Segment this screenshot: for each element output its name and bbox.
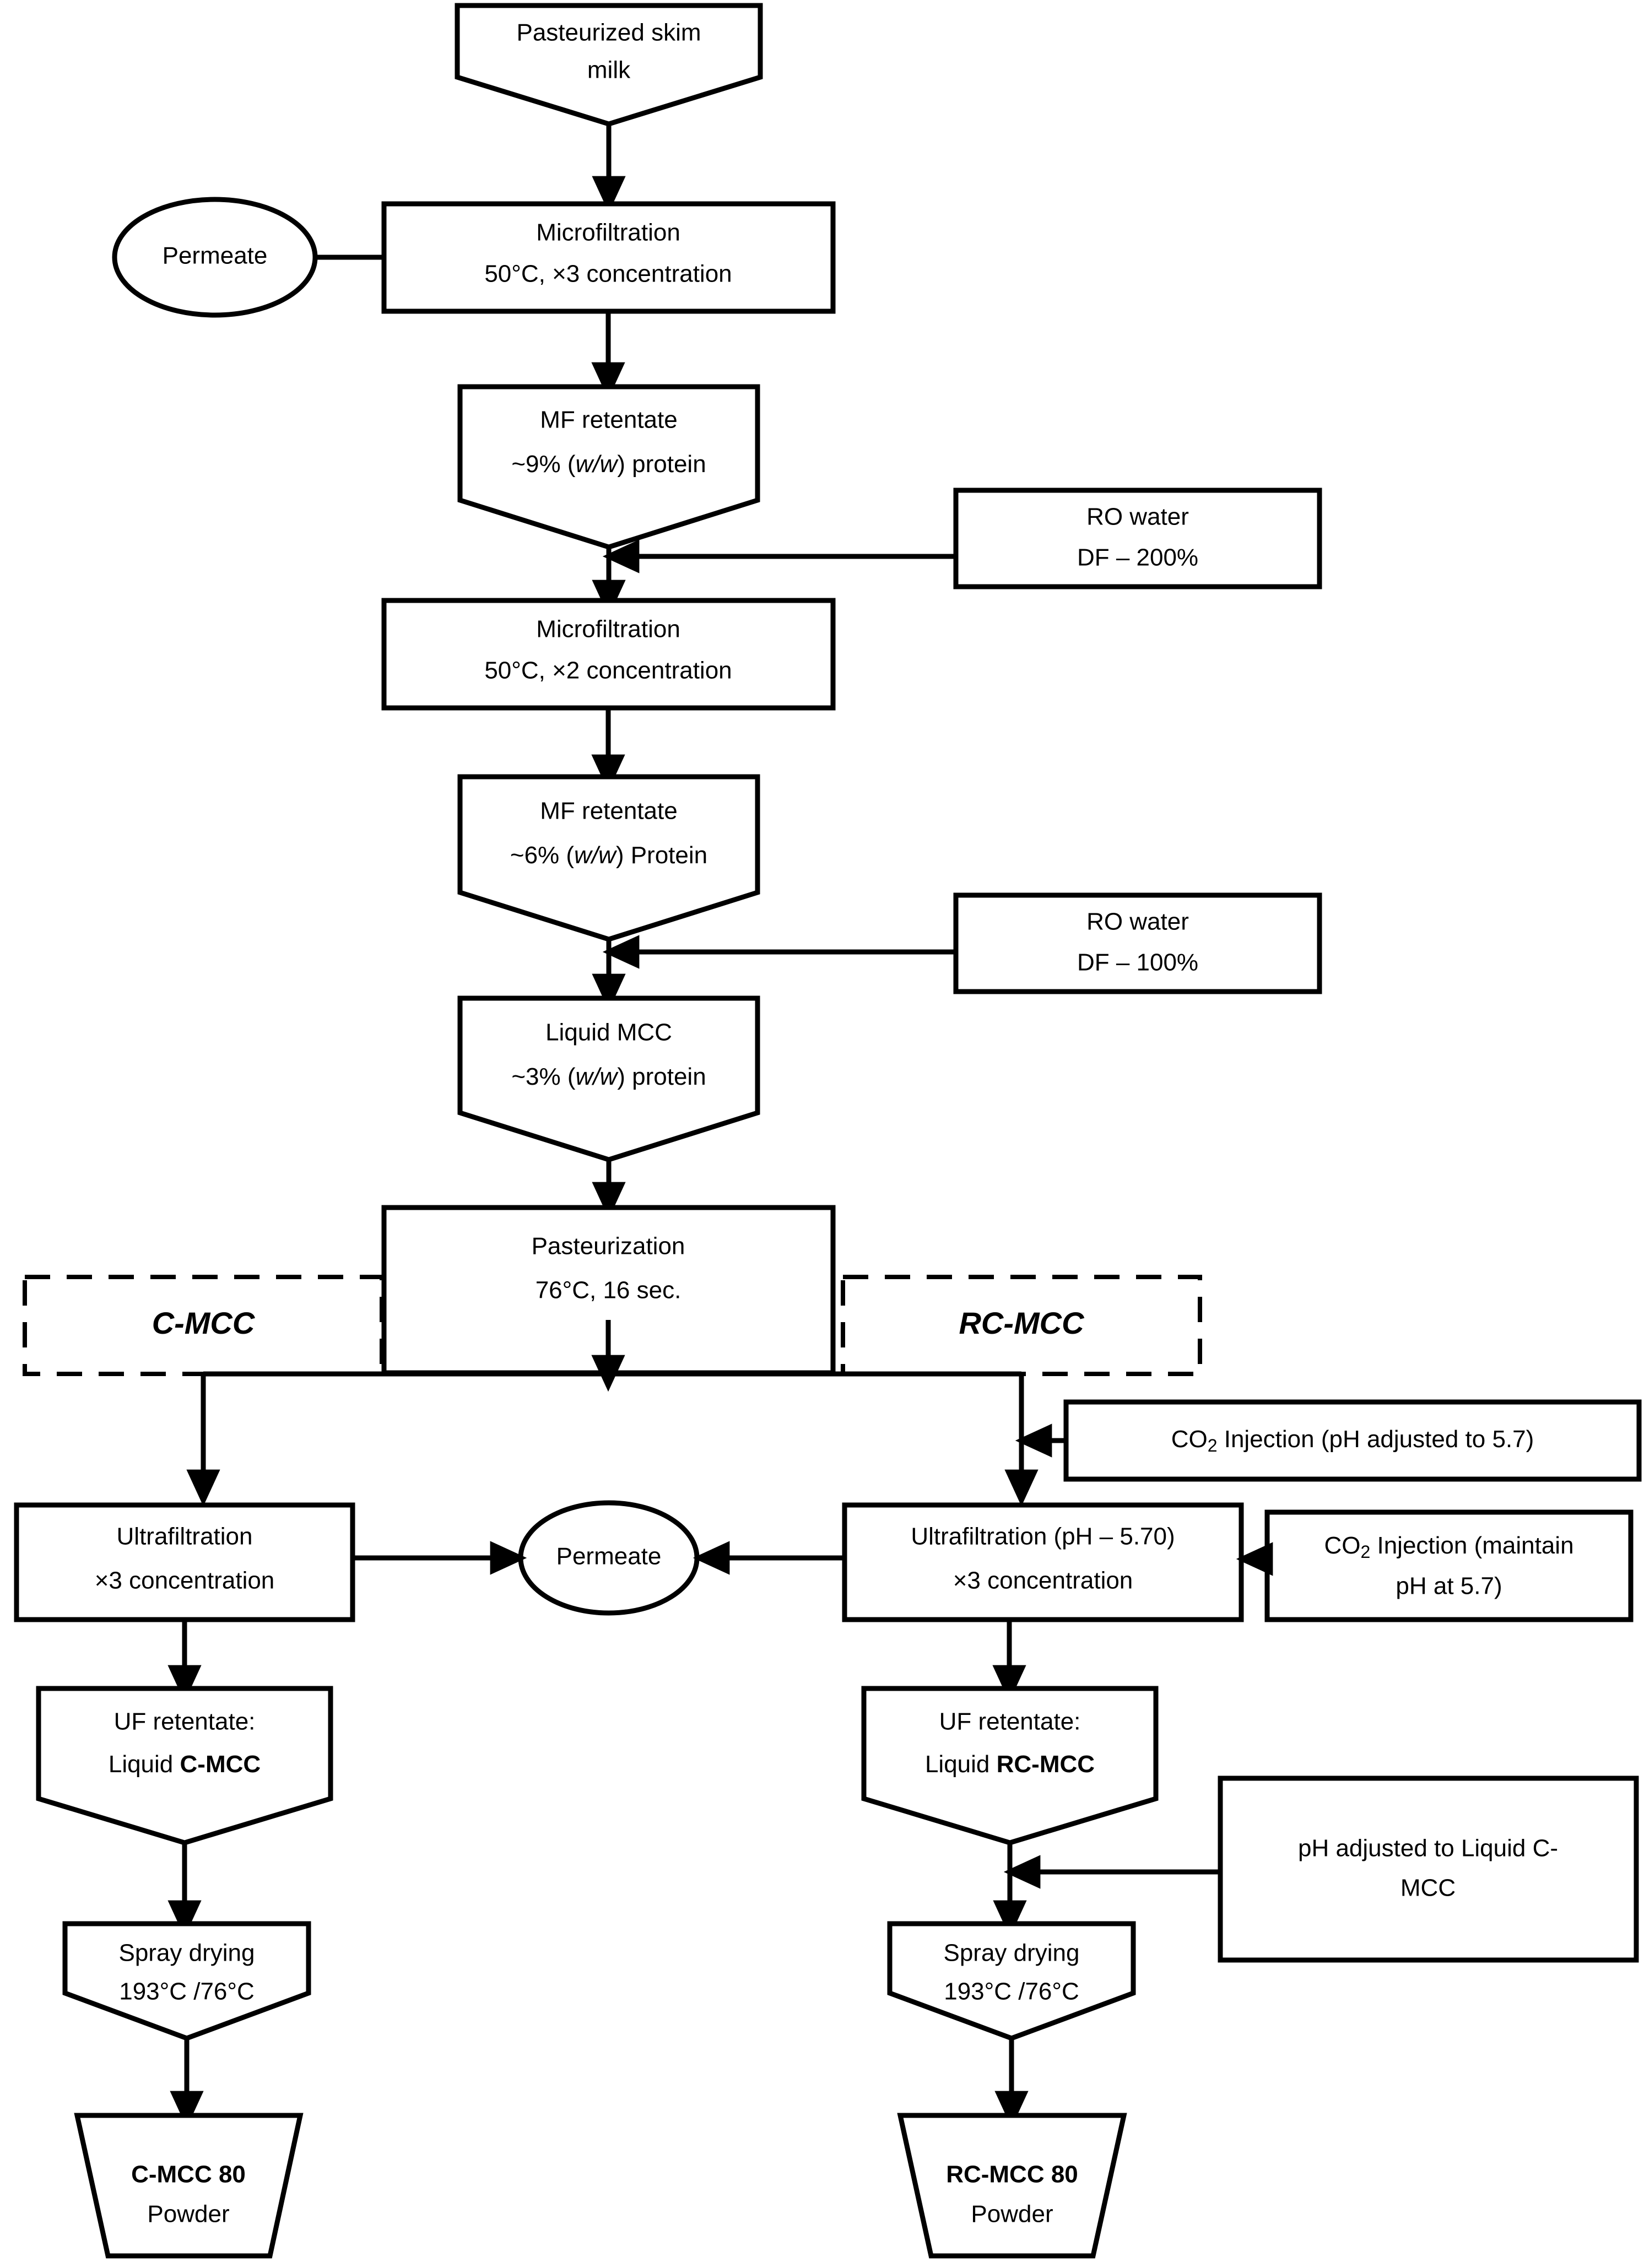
mf-retentate-9-line1: MF retentate bbox=[540, 407, 677, 434]
rc-mcc-80-powder-line2: Powder bbox=[971, 2201, 1053, 2228]
co2-injection-maintain-line2: pH at 5.7) bbox=[1396, 1573, 1502, 1600]
spray-drying-left-line1: Spray drying bbox=[118, 1940, 255, 1967]
ultrafiltration-right-line2: ×3 concentration bbox=[953, 1567, 1133, 1594]
node-ultrafiltration-left: Ultrafiltration ×3 concentration bbox=[14, 1502, 355, 1622]
node-rc-mcc-80-powder: RC-MCC 80 Powder bbox=[897, 2113, 1127, 2259]
node-liquid-mcc: Liquid MCC ~3% (w/w) protein bbox=[457, 995, 760, 1162]
co2-injection-maintain-line1: CO2 Injection (maintain bbox=[1324, 1532, 1573, 1562]
node-ro-water-100: RO water DF – 100% bbox=[953, 892, 1322, 994]
node-ro-water-200: RO water DF – 200% bbox=[953, 488, 1322, 589]
ro-water-100-line1: RO water bbox=[1086, 908, 1189, 935]
spray-drying-right-line1: Spray drying bbox=[943, 1940, 1079, 1967]
node-spray-drying-left: Spray drying 193°C /76°C bbox=[62, 1921, 311, 2041]
node-mf-retentate-6: MF retentate ~6% (w/w) Protein bbox=[457, 774, 760, 942]
liquid-mcc-line1: Liquid MCC bbox=[545, 1019, 672, 1046]
ro-water-200-line1: RO water bbox=[1086, 504, 1189, 531]
microfiltration-2-line1: Microfiltration bbox=[536, 616, 680, 643]
node-microfiltration-1: Microfiltration 50°C, ×3 concentration bbox=[381, 201, 836, 314]
pasteurized-skim-milk-line2: milk bbox=[587, 57, 631, 84]
node-c-mcc-80-powder: C-MCC 80 Powder bbox=[74, 2113, 304, 2259]
uf-retentate-rc-line1: UF retentate: bbox=[939, 1708, 1081, 1735]
node-ph-adjusted: pH adjusted to Liquid C- MCC bbox=[1218, 1776, 1639, 1963]
pasteurization-line2: 76°C, 16 sec. bbox=[536, 1277, 682, 1304]
microfiltration-1-line2: 50°C, ×3 concentration bbox=[484, 261, 732, 288]
ultrafiltration-left-line2: ×3 concentration bbox=[95, 1567, 275, 1594]
node-uf-retentate-c: UF retentate: Liquid C-MCC bbox=[36, 1686, 333, 1845]
spray-drying-right-line2: 193°C /76°C bbox=[944, 1978, 1079, 2005]
ro-water-100-line2: DF – 100% bbox=[1077, 949, 1198, 976]
branch-rc-mcc-label: RC-MCC bbox=[959, 1306, 1085, 1340]
branch-c-mcc-label: C-MCC bbox=[152, 1306, 256, 1340]
ph-adjusted-line2: MCC bbox=[1400, 1875, 1456, 1902]
node-co2-injection-adjust: CO2 Injection (pH adjusted to 5.7) bbox=[1063, 1399, 1642, 1482]
mf-retentate-9-line2: ~9% (w/w) protein bbox=[511, 451, 706, 478]
pasteurization-line1: Pasteurization bbox=[532, 1233, 685, 1260]
ro-water-200-line2: DF – 200% bbox=[1077, 544, 1198, 571]
pasteurized-skim-milk-line1: Pasteurized skim bbox=[516, 19, 701, 46]
mf-retentate-6-line1: MF retentate bbox=[540, 798, 677, 825]
permeate-top-label: Permeate bbox=[163, 242, 268, 269]
node-permeate-bottom: Permeate bbox=[518, 1500, 700, 1616]
node-co2-injection-maintain: CO2 Injection (maintain pH at 5.7) bbox=[1264, 1509, 1634, 1622]
permeate-bottom-label: Permeate bbox=[556, 1543, 662, 1570]
co2-injection-adjust-label: CO2 Injection (pH adjusted to 5.7) bbox=[1171, 1426, 1534, 1456]
uf-retentate-c-line2: Liquid C-MCC bbox=[109, 1751, 261, 1778]
spray-drying-left-line2: 193°C /76°C bbox=[119, 1978, 255, 2005]
microfiltration-1-line1: Microfiltration bbox=[536, 219, 680, 246]
c-mcc-80-powder-line1: C-MCC 80 bbox=[131, 2161, 246, 2188]
branch-rc-mcc: RC-MCC bbox=[841, 1275, 1202, 1376]
node-permeate-top: Permeate bbox=[112, 197, 318, 318]
microfiltration-2-line2: 50°C, ×2 concentration bbox=[484, 657, 732, 684]
ultrafiltration-left-line1: Ultrafiltration bbox=[117, 1523, 253, 1550]
uf-retentate-c-line1: UF retentate: bbox=[114, 1708, 256, 1735]
node-ultrafiltration-right: Ultrafiltration (pH – 5.70) ×3 concentra… bbox=[842, 1502, 1244, 1622]
uf-retentate-rc-line2: Liquid RC-MCC bbox=[925, 1751, 1095, 1778]
node-microfiltration-2: Microfiltration 50°C, ×2 concentration bbox=[381, 598, 836, 711]
node-uf-retentate-rc: UF retentate: Liquid RC-MCC bbox=[861, 1686, 1159, 1845]
node-pasteurized-skim-milk: Pasteurized skim milk bbox=[455, 3, 763, 127]
liquid-mcc-line2: ~3% (w/w) protein bbox=[511, 1063, 706, 1090]
mf-retentate-6-line2: ~6% (w/w) Protein bbox=[510, 842, 707, 869]
node-spray-drying-right: Spray drying 193°C /76°C bbox=[887, 1921, 1136, 2041]
branch-c-mcc: C-MCC bbox=[23, 1275, 384, 1376]
node-mf-retentate-9: MF retentate ~9% (w/w) protein bbox=[457, 384, 760, 550]
ultrafiltration-right-line1: Ultrafiltration (pH – 5.70) bbox=[911, 1523, 1175, 1550]
rc-mcc-80-powder-line1: RC-MCC 80 bbox=[946, 2161, 1078, 2188]
c-mcc-80-powder-line2: Powder bbox=[147, 2201, 229, 2228]
ph-adjusted-line1: pH adjusted to Liquid C- bbox=[1298, 1835, 1558, 1862]
